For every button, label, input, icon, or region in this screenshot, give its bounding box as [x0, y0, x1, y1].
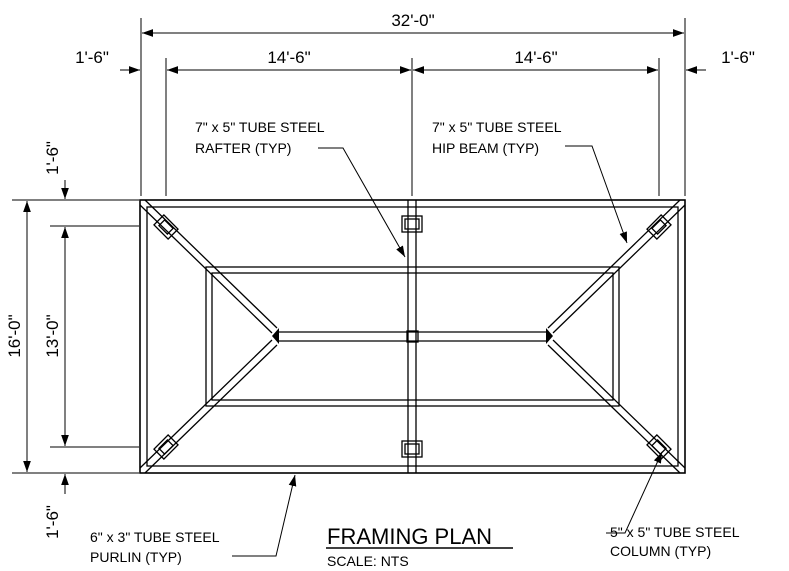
purlin-callout-line1: 6" x 3" TUBE STEEL: [90, 529, 220, 545]
inner-depth-label: 13'-0": [43, 314, 62, 357]
framing-geometry: [139, 199, 686, 474]
column-callout-line1: 5" x 5" TUBE STEEL: [610, 524, 740, 540]
ridge-connection-west: [272, 328, 279, 344]
perimeter-beam-inner: [146, 206, 679, 467]
column-plate-bottom-center: [404, 443, 420, 455]
hip-beam-se: [552, 339, 686, 469]
callout-column: 5" x 5" TUBE STEEL COLUMN (TYP): [606, 451, 740, 559]
callout-purlin: 6" x 3" TUBE STEEL PURLIN (TYP): [90, 474, 297, 565]
title-block: FRAMING PLAN SCALE: NTS: [326, 524, 513, 569]
hip-beam-ne: [547, 199, 681, 329]
right-overhang-label: 1'-6": [721, 48, 755, 67]
drawing-scale: SCALE: NTS: [327, 553, 409, 569]
column-plate-se: [646, 434, 672, 460]
rafter-callout-line2: RAFTER (TYP): [195, 140, 291, 156]
purlin-frame-inner: [211, 272, 614, 401]
hip-beam-ne: [552, 204, 686, 334]
right-bay-label: 14'-6": [514, 48, 557, 67]
column-plate-sw: [153, 434, 179, 460]
column-leader: [606, 451, 663, 534]
top-overhang-label: 1'-6": [43, 141, 62, 175]
drawing-title: FRAMING PLAN: [327, 524, 492, 549]
callout-hip-beam: 7" x 5" TUBE STEEL HIP BEAM (TYP): [432, 119, 628, 244]
purlin-leader: [232, 474, 297, 557]
bottom-overhang-label: 1'-6": [43, 505, 62, 539]
hip-leader: [565, 145, 628, 244]
left-dimensions: 16'-0" 13'-0" 1'-6" 1'-6": [5, 141, 139, 539]
hip-callout-line1: 7" x 5" TUBE STEEL: [432, 119, 562, 135]
column-plate-top-center: [401, 215, 423, 233]
hip-beam-nw: [144, 199, 278, 329]
purlin-frame-outer: [205, 266, 620, 407]
callout-rafter: 7" x 5" TUBE STEEL RAFTER (TYP): [195, 119, 406, 258]
top-dimensions: 32'-0" 14'-6" 14'-6" 1'-6" 1'-6": [75, 11, 755, 196]
center-connection: [406, 330, 419, 343]
overall-depth-label: 16'-0": [5, 314, 24, 357]
rafter-callout-line1: 7" x 5" TUBE STEEL: [195, 119, 325, 135]
hip-beam-sw: [139, 339, 273, 469]
hip-beam-nw: [139, 204, 273, 334]
column-callout-line2: COLUMN (TYP): [610, 543, 711, 559]
column-plate-nw: [153, 214, 179, 240]
overall-width-label: 32'-0": [391, 11, 434, 30]
column-plate-ne: [646, 214, 672, 240]
perimeter-beam-outer: [139, 199, 686, 474]
rafter-leader: [318, 147, 406, 258]
column-plate-top-center: [404, 218, 420, 230]
column-plate-bottom-center: [401, 440, 423, 458]
purlin-callout-line2: PURLIN (TYP): [90, 549, 182, 565]
left-overhang-label: 1'-6": [75, 48, 109, 67]
left-bay-label: 14'-6": [267, 48, 310, 67]
hip-callout-line2: HIP BEAM (TYP): [432, 140, 539, 156]
ridge-connection-east: [546, 328, 553, 344]
